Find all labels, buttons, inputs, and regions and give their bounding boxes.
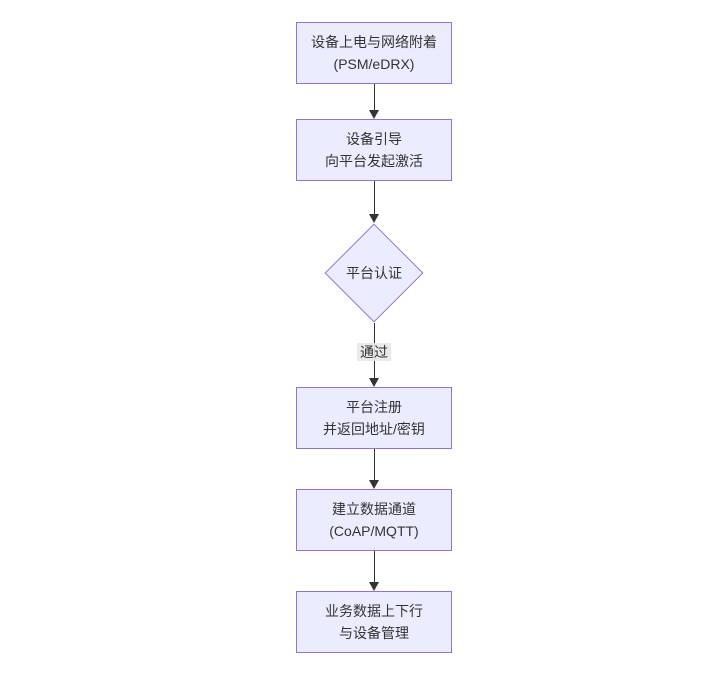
flow-node-auth-decision: 平台认证: [323, 223, 425, 323]
flow-arrow-1: [364, 84, 384, 119]
arrow-line: [373, 84, 375, 111]
flow-arrow-5: [364, 551, 384, 591]
arrow-line: [373, 181, 375, 215]
flow-node-register: 平台注册 并返回地址/密钥: [296, 387, 452, 449]
flow-arrow-3: 通过: [357, 323, 391, 387]
node-label: 并返回地址/密钥: [323, 421, 425, 437]
arrow-line: [373, 449, 375, 481]
flow-arrow-2: [364, 181, 384, 223]
flow-node-power-attach: 设备上电与网络附着 (PSM/eDRX): [296, 22, 452, 84]
node-label: 平台认证: [346, 265, 402, 281]
node-label: 设备引导: [346, 131, 402, 147]
node-label: 设备上电与网络附着: [311, 34, 437, 50]
node-label: 建立数据通道: [332, 501, 416, 517]
arrow-line: [373, 551, 375, 583]
flow-node-channel: 建立数据通道 (CoAP/MQTT): [296, 489, 452, 551]
flowchart: 设备上电与网络附着 (PSM/eDRX) 设备引导 向平台发起激活 平台认证 通…: [296, 22, 452, 653]
flow-node-bootstrap: 设备引导 向平台发起激活: [296, 119, 452, 181]
node-label: 平台注册: [346, 399, 402, 415]
node-label: 业务数据上下行: [325, 603, 423, 619]
flow-node-business: 业务数据上下行 与设备管理: [296, 591, 452, 653]
arrowhead-down-icon: [369, 214, 379, 223]
arrowhead-down-icon: [369, 110, 379, 119]
flow-arrow-4: [364, 449, 384, 489]
edge-label-pass: 通过: [357, 343, 391, 361]
arrowhead-down-icon: [369, 378, 379, 387]
arrowhead-down-icon: [369, 582, 379, 591]
node-label: (CoAP/MQTT): [329, 523, 419, 539]
node-label: (PSM/eDRX): [333, 56, 415, 72]
node-label: 与设备管理: [339, 625, 409, 641]
arrowhead-down-icon: [369, 480, 379, 489]
node-label: 向平台发起激活: [325, 153, 423, 169]
